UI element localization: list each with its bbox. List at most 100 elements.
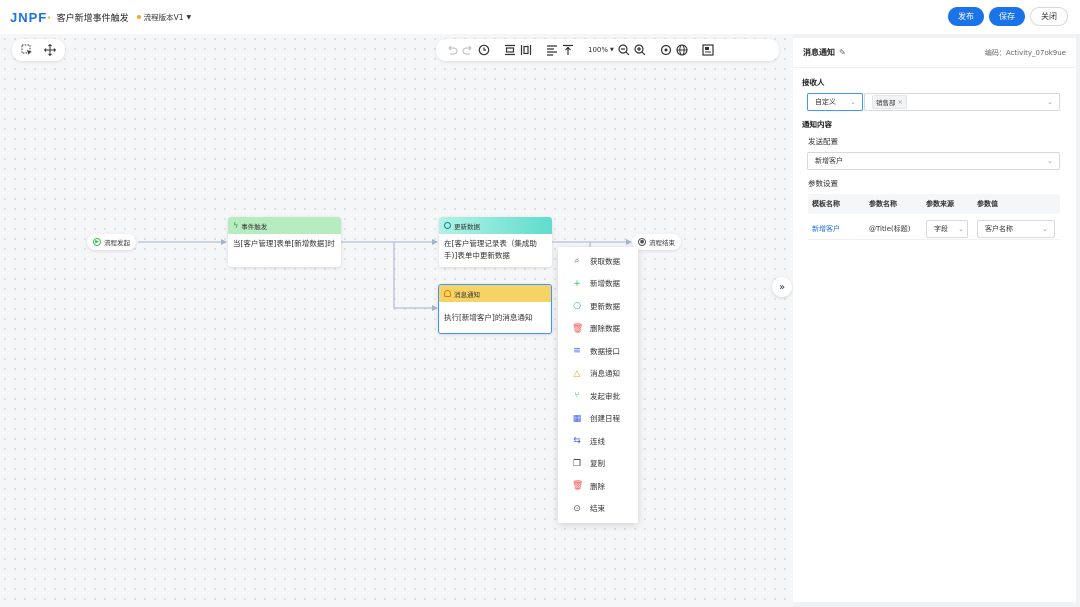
logo: JNPF· <box>10 9 53 25</box>
menu-item-label: 更新数据 <box>590 301 620 311</box>
undo-icon[interactable] <box>444 42 460 58</box>
receiver-select[interactable]: 销售部× ⌄ <box>864 93 1060 111</box>
menu-item-label: 获取数据 <box>590 256 620 266</box>
menu-item-label: 结束 <box>590 504 605 514</box>
move-icon[interactable] <box>42 42 58 58</box>
source-cell: 字段 ⌄ <box>922 219 973 238</box>
zoom-level: 100% <box>588 46 609 54</box>
version-select[interactable]: 流程版本V1 ▼ <box>136 12 192 23</box>
menu-item-label: 新增数据 <box>590 279 620 289</box>
zoom-out-icon[interactable] <box>616 42 632 58</box>
node-header: 更新数据 <box>439 217 552 234</box>
close-button[interactable]: 关闭 <box>1030 7 1068 26</box>
menu-item[interactable]: ○ 更新数据 <box>558 295 638 318</box>
node-title: 事件触发 <box>241 222 268 231</box>
locate-icon[interactable] <box>658 42 674 58</box>
update-data-node[interactable]: 更新数据 在[客户管理记录表（集成助手)]表单中更新数据 <box>439 217 552 267</box>
menu-item[interactable]: 🗑 删除 <box>558 475 638 498</box>
edit-icon[interactable]: ✎ <box>839 48 846 57</box>
menu-item[interactable]: △ 消息通知 <box>558 363 638 386</box>
menu-item-label: 消息通知 <box>590 369 620 379</box>
version-status-dot <box>136 15 141 19</box>
table-row: 新增客户 @Title(标题) 字段 ⌄ 客户名称 ⌄ <box>808 218 1060 240</box>
delete-icon: 🗑 <box>572 481 584 492</box>
end-icon: ● <box>638 238 646 246</box>
globe-icon[interactable] <box>674 42 690 58</box>
send-config-value: 新增客户 <box>815 157 843 165</box>
menu-item[interactable]: +新增数据 <box>558 273 638 296</box>
column-header: 参数值 <box>977 200 998 208</box>
param-value-select[interactable]: 客户名称 ⌄ <box>977 219 1055 238</box>
menu-item[interactable]: 🗑 删除数据 <box>558 318 638 341</box>
menu-item[interactable]: ≡ 数据接口 <box>558 340 638 363</box>
send-config-label: 发送配置 <box>808 137 838 146</box>
bell-icon: △ <box>573 368 581 379</box>
receiver-tag-label: 销售部 <box>876 99 896 107</box>
canvas-toolbar: 100%▼ <box>436 39 779 61</box>
column-header: 参数名称 <box>869 200 897 208</box>
content-label: 通知内容 <box>802 120 832 129</box>
sliders-icon: ≡ <box>573 346 581 357</box>
caret-down-icon: ▼ <box>186 13 192 21</box>
box-select-icon[interactable] <box>19 42 35 58</box>
history-icon[interactable] <box>476 42 492 58</box>
param-source-select[interactable]: 字段 ⌄ <box>926 219 968 238</box>
message-notify-node[interactable]: 消息通知 执行[新增客户]的消息通知 <box>438 284 552 334</box>
template-link[interactable]: 新增客户 <box>812 224 840 233</box>
align-horizontal-center-icon[interactable] <box>518 42 534 58</box>
top-bar: JNPF· 客户新增事件触发 流程版本V1 ▼ 发布 保存 关闭 <box>0 0 1080 34</box>
column-header: 参数来源 <box>926 200 954 208</box>
link-icon: ⇆ <box>573 436 581 447</box>
calendar-icon: ▦ <box>572 413 582 424</box>
chevron-down-icon: ⌄ <box>958 224 964 233</box>
select-toolbar <box>12 39 65 61</box>
zoom-select[interactable]: 100%▼ <box>586 46 616 54</box>
align-left-icon[interactable] <box>544 42 560 58</box>
minimap-icon[interactable] <box>700 42 716 58</box>
zoom-in-icon[interactable] <box>632 42 648 58</box>
publish-button[interactable]: 发布 <box>948 7 984 26</box>
end-node[interactable]: ● 流程结束 <box>632 234 681 250</box>
menu-item[interactable]: ⇆连线 <box>558 430 638 453</box>
start-node[interactable]: ▶ 流程发起 <box>87 234 136 250</box>
receiver-type-select[interactable]: 自定义 ⌄ <box>807 93 863 111</box>
edge-event-message <box>393 242 438 311</box>
align-top-icon[interactable] <box>560 42 576 58</box>
receiver-label: 接收人 <box>802 78 825 87</box>
circle-icon: ○ <box>573 301 581 312</box>
menu-item[interactable]: ⑂发起审批 <box>558 385 638 408</box>
menu-item[interactable]: ⊙ 结束 <box>558 498 638 521</box>
send-config-select[interactable]: 新增客户 ⌄ <box>807 152 1060 170</box>
menu-item[interactable]: ⌕获取数据 <box>558 250 638 273</box>
align-vertical-center-icon[interactable] <box>502 42 518 58</box>
menu-item[interactable]: ❐复制 <box>558 453 638 476</box>
menu-item-label: 数据接口 <box>590 346 620 356</box>
redo-icon[interactable] <box>460 42 476 58</box>
value-cell: 客户名称 ⌄ <box>973 219 1058 238</box>
close-icon[interactable]: × <box>897 98 903 106</box>
trash-icon: 🗑 <box>572 323 584 334</box>
version-label: 流程版本V1 <box>143 12 184 22</box>
menu-item-label: 创建日程 <box>590 414 620 424</box>
copy-icon: ❐ <box>572 458 582 469</box>
node-header: 消息通知 <box>439 285 551 302</box>
menu-item-label: 删除 <box>590 481 605 491</box>
end-icon: ⊙ <box>573 503 581 514</box>
column-header: 模板名称 <box>812 200 840 208</box>
menu-item-label: 删除数据 <box>590 324 620 334</box>
save-button[interactable]: 保存 <box>989 7 1025 26</box>
play-icon: ▶ <box>93 238 101 246</box>
collapse-panel-icon[interactable]: » <box>772 277 792 297</box>
flow-canvas[interactable]: 100%▼ <box>0 34 793 607</box>
param-name: @Title(标题) <box>869 224 911 233</box>
menu-item-label: 发起审批 <box>590 391 620 401</box>
node-title: 消息通知 <box>454 290 480 299</box>
menu-item[interactable]: ▦ 创建日程 <box>558 408 638 431</box>
end-label: 流程结束 <box>649 239 675 247</box>
panel-title: 消息通知 <box>803 48 835 57</box>
event-trigger-node[interactable]: ϟ 事件触发 当[客户管理]表单[新增数据]时 <box>228 217 341 267</box>
receiver-tag: 销售部× <box>872 95 907 109</box>
receiver-type-value: 自定义 <box>815 98 836 106</box>
node-body: 当[客户管理]表单[新增数据]时 <box>233 239 335 248</box>
node-code: 编码：Activity_07ok9ue <box>984 48 1066 57</box>
